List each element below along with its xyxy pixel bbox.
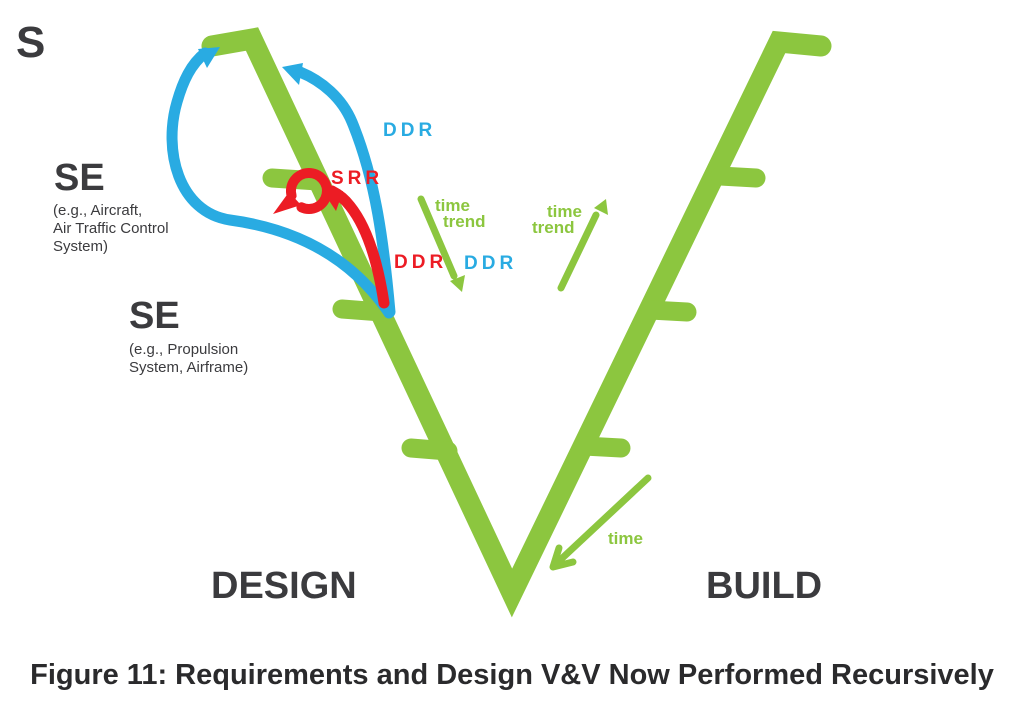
figure-caption: Figure 11: Requirements and Design V&V N… — [30, 659, 994, 691]
time-trend-left-line1b: time — [435, 196, 470, 215]
ddr-inner-arc-arrowhead-icon — [282, 63, 303, 85]
design-label: DESIGN — [211, 565, 357, 607]
srr-label: SRR — [331, 168, 383, 189]
time-bottom-label: time — [608, 529, 643, 548]
tick-left-2 — [332, 299, 392, 322]
time-trend-right-line2: trend — [532, 218, 575, 237]
se-subsystem-line2: System, Airframe) — [129, 359, 248, 376]
se-subsystem-line1: (e.g., Propulsion — [129, 341, 238, 358]
srr-small-loop-arrowhead-icon — [273, 192, 301, 214]
ddr-red-label: DDR — [394, 252, 447, 273]
se-system-line1: (e.g., Aircraft, — [53, 202, 142, 219]
tick-right-3 — [574, 436, 631, 458]
v-shape — [201, 27, 832, 618]
ddr-big-loop-arrow-icon — [166, 47, 395, 319]
se-system-line2: Air Traffic Control — [53, 220, 169, 237]
ddr-inner-arc-arrow-icon — [282, 63, 396, 318]
ddr-mid-label: DDR — [464, 253, 517, 274]
time-trend-right-arrow-icon — [557, 199, 608, 292]
srr-small-loop-arrow-icon — [273, 168, 332, 214]
build-label: BUILD — [706, 565, 822, 607]
se-subsystem-title: SE — [129, 295, 180, 337]
tick-left-3 — [401, 438, 458, 461]
tick-right-1 — [710, 166, 766, 188]
ddr-top-label: DDR — [383, 120, 436, 141]
ddr-big-loop-arrowhead-icon — [198, 47, 220, 68]
tick-right-2 — [640, 300, 697, 322]
se-system-line3: System) — [53, 238, 108, 255]
time-trend-right-line1: time — [547, 202, 582, 221]
system-level-label: S — [16, 18, 45, 67]
time-trend-left-line2: trend — [443, 212, 486, 231]
time-bottom-arrow-icon — [549, 474, 652, 571]
se-system-title: SE — [54, 157, 105, 199]
time-trend-left-arrow-icon — [417, 195, 465, 292]
